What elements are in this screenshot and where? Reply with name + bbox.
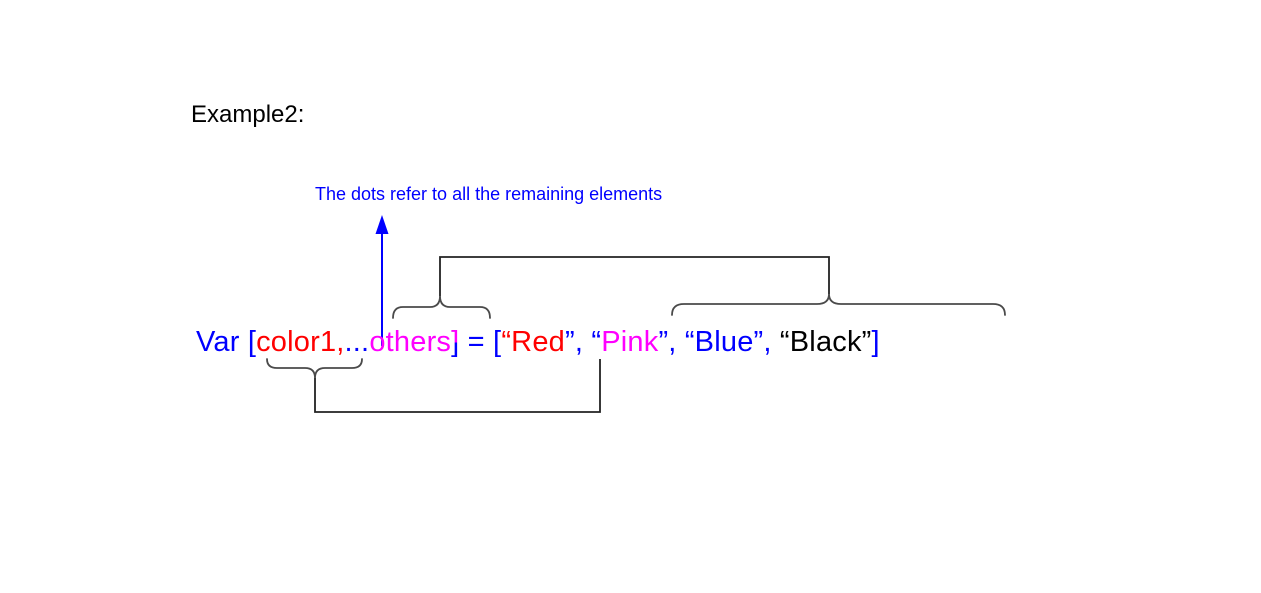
code-token: “Black” [779,326,872,358]
overbrace-rest-values [671,293,1006,316]
code-token: “ [591,326,602,358]
code-token: ”, [658,326,685,358]
example-heading: Example2: [191,101,305,128]
connector-bottom [314,359,601,413]
code-token: ”, [565,326,592,358]
code-token: Pink [601,326,659,358]
underbrace-color1 [266,358,363,379]
code-token: color1, [256,326,345,358]
code-token: ... [344,326,370,358]
overbrace-others [392,295,491,319]
code-token: Var [ [196,326,257,358]
code-token: = [ [459,326,502,358]
code-line: Var [color1,...others] = [“Red”, “Pink”,… [196,326,880,359]
code-token: ] [451,326,460,358]
annotation-text: The dots refer to all the remaining elem… [315,184,663,204]
connector-top [439,256,830,296]
code-token: “Blue”, [684,326,780,358]
code-token: others [369,326,452,358]
code-token: ] [871,326,880,358]
code-token: “Red [501,326,565,358]
